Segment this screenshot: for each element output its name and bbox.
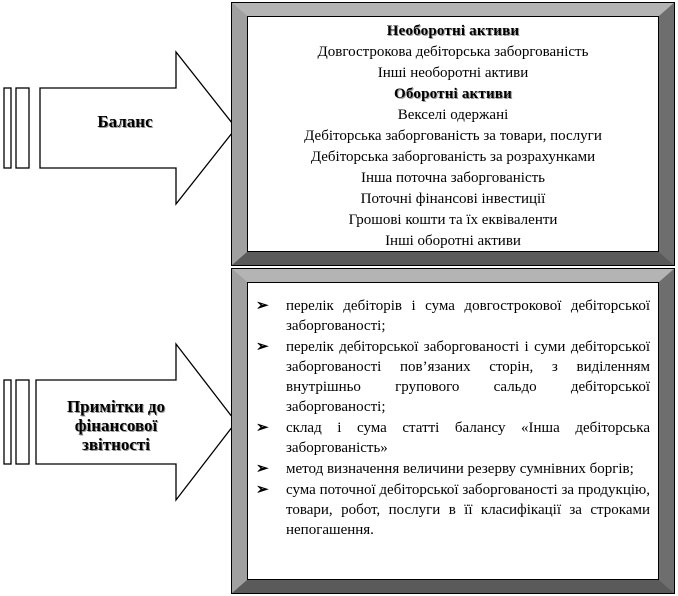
arrow-bullet-icon: ➢ — [256, 298, 269, 314]
balance-frame: Необоротні активи Довгострокова дебіторс… — [231, 2, 675, 266]
balance-item: Необоротні активи — [386, 23, 520, 39]
balance-item: Інша поточна заборгованість — [360, 170, 546, 186]
notes-item-text: метод визначення величини резерву сумнів… — [286, 461, 634, 477]
arrow-bullet-icon: ➢ — [256, 339, 269, 355]
balance-item: Дебіторська заборгованість за товари, по… — [304, 128, 602, 144]
notes-item-text: перелік дебіторської заборгованості і су… — [286, 339, 650, 415]
notes-item-text: перелік дебіторів і сума довгострокової … — [286, 298, 650, 334]
frame-bevel — [231, 2, 675, 266]
notes-arrow — [3, 342, 237, 502]
notes-label-line: звітності — [82, 435, 150, 454]
frame-bevel — [231, 268, 675, 594]
balance-panel: Необоротні активи Довгострокова дебіторс… — [247, 16, 659, 252]
balance-item: Поточні фінансові інвестиції — [360, 191, 546, 207]
notes-label-line: фінансової — [74, 416, 158, 435]
balance-item: Інші оборотні активи — [385, 233, 521, 249]
notes-label-line: Примітки до — [66, 397, 166, 416]
notes-item: ➢ перелік дебіторської заборгованості і с… — [256, 337, 650, 417]
notes-panel: ➢ перелік дебіторів і сума довгострокової… — [247, 282, 659, 580]
arrow-shape-notes — [35, 342, 237, 502]
balance-item: Дебіторська заборгованість за розрахунка… — [310, 149, 596, 165]
balance-item: Грошові кошти та їх еквіваленти — [348, 212, 558, 228]
arrow-bar-1 — [3, 87, 12, 169]
notes-item: ➢ сума поточної дебіторської заборгованос… — [256, 480, 650, 540]
arrow-bullet-icon: ➢ — [256, 482, 269, 498]
notes-items-list: ➢ перелік дебіторів і сума довгострокової… — [256, 296, 650, 541]
notes-item: ➢ метод визначення величини резерву сумні… — [256, 459, 650, 479]
notes-item: ➢ склад і сума статті балансу «Інша дебіт… — [256, 418, 650, 458]
notes-item: ➢ перелік дебіторів і сума довгострокової… — [256, 296, 650, 336]
notes-label: Примітки до фінансової звітності — [36, 397, 196, 454]
arrow-shape-balance — [39, 50, 237, 206]
notes-frame: ➢ перелік дебіторів і сума довгострокової… — [231, 268, 675, 594]
arrow-bar-2 — [15, 87, 30, 169]
arrow-bullet-icon: ➢ — [256, 461, 269, 477]
balance-item: Векселі одержані — [397, 107, 509, 123]
balance-arrow — [3, 50, 237, 206]
balance-item: Інші необоротні активи — [377, 65, 529, 81]
balance-items-list: Необоротні активи Довгострокова дебіторс… — [248, 21, 658, 252]
balance-item: Оборотні активи — [394, 86, 512, 102]
arrows-layer — [3, 50, 237, 502]
notes-item-text: сума поточної дебіторської заборгованост… — [286, 482, 650, 538]
arrow-bar-2 — [15, 379, 30, 465]
arrow-bullet-icon: ➢ — [256, 420, 269, 436]
notes-item-text: склад і сума статті балансу «Інша дебіто… — [286, 420, 650, 456]
arrow-bar-1 — [3, 379, 12, 465]
balance-label: Баланс — [97, 112, 153, 131]
balance-item: Довгострокова дебіторська заборгованість — [317, 44, 589, 60]
